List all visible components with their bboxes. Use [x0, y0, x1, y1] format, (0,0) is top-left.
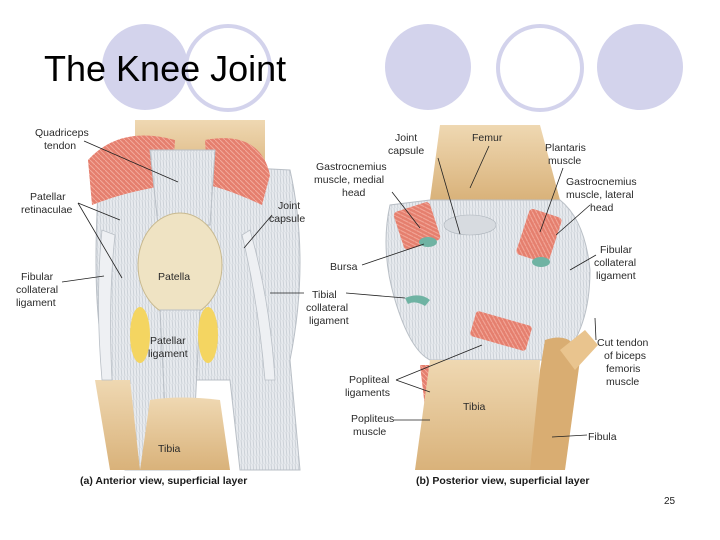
decor-circle-4 [496, 24, 584, 112]
posterior-leader-lines [345, 145, 597, 438]
decor-circle-5 [597, 24, 683, 110]
label-patella: Patella [158, 271, 190, 283]
label-posterior-joint-capsule: Joint capsule [388, 132, 424, 157]
anterior-leader-lines [61, 140, 304, 294]
decor-circle-2 [184, 24, 272, 112]
slide-title: The Knee Joint [44, 48, 287, 89]
label-patellar-retinaculae: Patellar retinaculae [21, 191, 73, 216]
decor-circle-3 [385, 24, 471, 110]
label-plantaris-muscle: Plantaris muscle [545, 142, 589, 167]
label-bursa: Bursa [330, 261, 358, 273]
decor-circle-1 [102, 24, 188, 110]
caption-anterior: (a) Anterior view, superficial layer [80, 475, 247, 487]
label-gastrocnemius-lateral: Gastrocnemius muscle, lateral head [566, 176, 640, 214]
anterior-illustration [88, 120, 301, 471]
label-popliteal-ligaments: Popliteal ligaments [345, 374, 392, 399]
label-anterior-tibia: Tibia [158, 443, 181, 455]
label-posterior-tibia: Tibia [463, 401, 486, 413]
label-posterior-fibular-collateral: Fibular collateral ligament [594, 244, 639, 282]
label-tibial-collateral: Tibial collateral ligament [306, 289, 351, 327]
posterior-illustration [385, 125, 598, 470]
label-quadriceps-tendon: Quadriceps tendon [35, 127, 92, 152]
caption-posterior: (b) Posterior view, superficial layer [416, 475, 590, 487]
label-popliteus-muscle: Popliteus muscle [351, 413, 397, 438]
label-anterior-fibular-collateral: Fibular collateral ligament [16, 271, 61, 309]
page-number: 25 [664, 496, 676, 507]
label-fibula: Fibula [588, 431, 617, 443]
label-femur: Femur [472, 132, 503, 144]
label-cut-tendon-biceps: Cut tendon of biceps femoris muscle [597, 337, 651, 388]
label-gastrocnemius-medial: Gastrocnemius muscle, medial head [314, 161, 390, 199]
label-anterior-joint-capsule: Joint capsule [269, 200, 305, 225]
label-patellar-ligament: Patellar ligament [148, 335, 189, 360]
